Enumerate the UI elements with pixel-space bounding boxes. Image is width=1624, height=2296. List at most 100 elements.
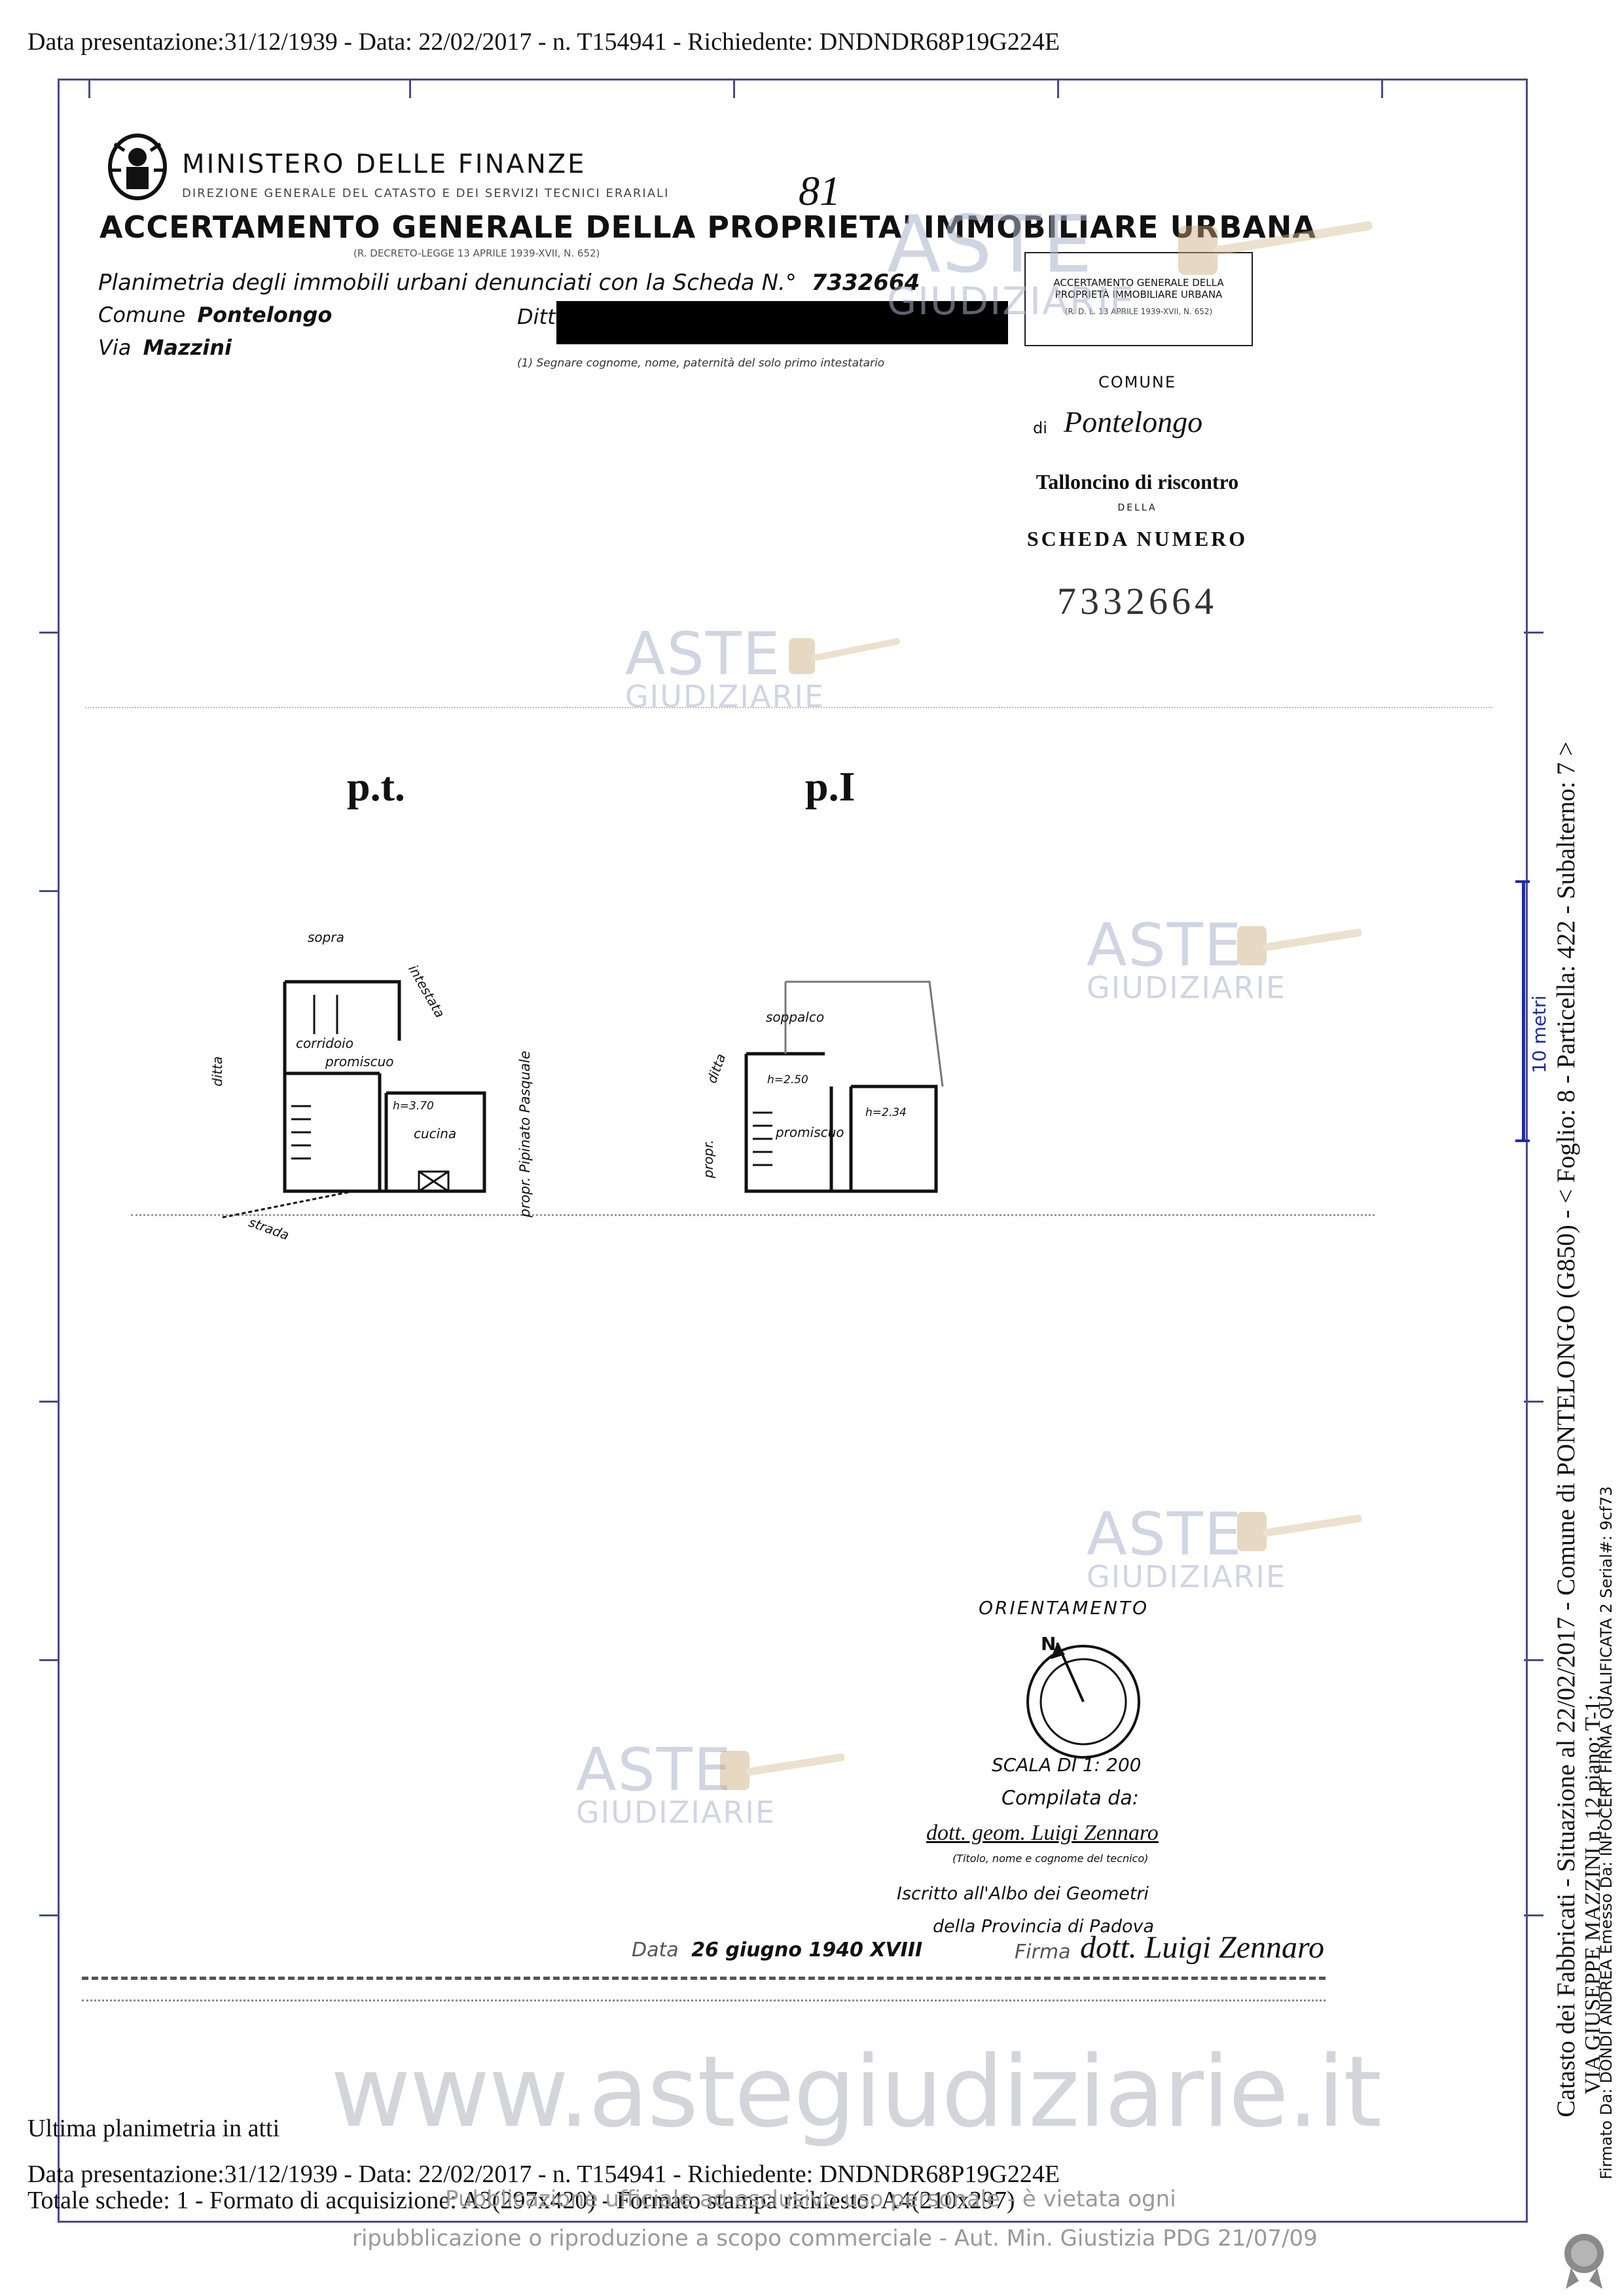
footer-disclaimer1: Pubblicazione ufficiale ad esclusivo uso… bbox=[445, 2186, 1176, 2212]
watermark-giudiziarie-text: GIUDIZIARIE bbox=[887, 279, 1135, 323]
ground-floor-plan bbox=[223, 980, 486, 1219]
frame-tick bbox=[39, 1401, 59, 1403]
watermark-aste: ASTE GIUDIZIARIE bbox=[576, 1736, 776, 1830]
watermark-aste-text: ASTE bbox=[1087, 1500, 1243, 1569]
label-h-first: h=2.50 bbox=[767, 1073, 808, 1086]
talloncino-scheda-label: SCHEDA NUMERO bbox=[1026, 527, 1248, 550]
scale-bar bbox=[1522, 880, 1525, 1142]
frame-tick bbox=[39, 632, 59, 634]
gavel-icon bbox=[720, 1751, 844, 1790]
frame-tick bbox=[1524, 1401, 1543, 1403]
via-label: Via bbox=[98, 335, 132, 360]
watermark-aste: ASTE GIUDIZIARIE bbox=[887, 200, 1135, 323]
label-sopra: sopra bbox=[308, 929, 344, 945]
talloncino-comune-handwritten: Pontelongo bbox=[1064, 405, 1203, 439]
label-cucina: cucina bbox=[414, 1126, 457, 1141]
frame-tick bbox=[1381, 79, 1383, 98]
ministry-emblem-icon bbox=[108, 134, 167, 200]
label-promiscuo: promiscuo bbox=[325, 1054, 394, 1069]
seal-icon bbox=[1564, 2234, 1604, 2289]
label-prop-right: propr. Pipinato Pasquale bbox=[517, 1050, 533, 1217]
redaction-block bbox=[556, 301, 1008, 344]
frame-tick bbox=[39, 890, 59, 892]
iscritto-label: Iscritto all'Albo dei Geometri bbox=[897, 1884, 1149, 1904]
provincia-label: della Provincia di Padova bbox=[933, 1916, 1155, 1937]
talloncino-scheda-number: 7332664 bbox=[1057, 580, 1218, 622]
watermark-aste-text: ASTE bbox=[625, 620, 782, 689]
watermark-giudiziarie-text: GIUDIZIARIE bbox=[1087, 1559, 1287, 1594]
ministry-direction: DIREZIONE GENERALE DEL CATASTO E DEI SER… bbox=[182, 187, 670, 200]
watermark-site: www.astegiudiziarie.it bbox=[331, 2036, 1382, 2149]
footer-line1: Data presentazione:31/12/1939 - Data: 22… bbox=[27, 2161, 1060, 2188]
main-title: ACCERTAMENTO GENERALE DELLA PROPRIETA' I… bbox=[99, 209, 1316, 245]
document-frame bbox=[58, 79, 1528, 2223]
frame-tick bbox=[1057, 79, 1059, 98]
dotted-rule bbox=[82, 2000, 1326, 2001]
firma-label: Firma bbox=[1015, 1941, 1071, 1964]
scale-bar-cap bbox=[1515, 1139, 1530, 1142]
scale-bar-cap bbox=[1515, 880, 1530, 883]
header-line: Data presentazione:31/12/1939 - Data: 22… bbox=[27, 28, 1060, 56]
comune-value: Pontelongo bbox=[197, 302, 333, 327]
side-catasto: Catasto dei Fabbricati - Situazione al 2… bbox=[1552, 742, 1580, 2117]
dashed-rule bbox=[82, 1977, 1326, 1980]
watermark-aste: ASTE GIUDIZIARIE bbox=[1087, 1505, 1286, 1592]
frame-tick bbox=[1524, 632, 1543, 634]
frame-tick bbox=[733, 79, 735, 98]
orientation-label: ORIENTAMENTO bbox=[979, 1597, 1149, 1619]
compilata-label: Compilata da: bbox=[1001, 1787, 1139, 1810]
talloncino-box-line3: (R. D. L. 13 APRILE 1939-XVII, N. 652) bbox=[1064, 307, 1213, 316]
talloncino-title: Talloncino di riscontro bbox=[1036, 470, 1239, 493]
dotted-rule bbox=[85, 707, 1492, 708]
side-firmato: Firmato Da: DONDI ANDREA Emesso Da: INFO… bbox=[1597, 1486, 1615, 2179]
via-value: Mazzini bbox=[143, 335, 232, 360]
watermark-aste-text: ASTE bbox=[1087, 911, 1243, 980]
label-ditta-left: ditta bbox=[209, 1056, 225, 1086]
compass-icon bbox=[1026, 1642, 1140, 1759]
watermark-aste: ASTE GIUDIZIARIE bbox=[625, 620, 825, 714]
ministry-name: MINISTERO DELLE FINANZE bbox=[182, 149, 586, 179]
dotted-rule bbox=[131, 1214, 1375, 1216]
floor-first-label: p.I bbox=[805, 763, 856, 810]
compiler-note: (Titolo, nome e cognome del tecnico) bbox=[952, 1852, 1149, 1865]
label-h-ground: h=3.70 bbox=[393, 1100, 434, 1113]
frame-tick bbox=[1524, 1659, 1543, 1661]
talloncino-box-line1: ACCERTAMENTO GENERALE DELLA bbox=[1053, 277, 1224, 289]
frame-tick bbox=[39, 1914, 59, 1916]
compiler-name: dott. geom. Luigi Zennaro bbox=[926, 1821, 1159, 1845]
watermark-aste-text: ASTE bbox=[887, 200, 1094, 291]
talloncino-comune-label: COMUNE bbox=[1098, 373, 1177, 391]
planimetria-label: Planimetria degli immobili urbani denunc… bbox=[98, 270, 797, 296]
label-corridoio: corridoio bbox=[296, 1035, 353, 1051]
talloncino-della: DELLA bbox=[1117, 503, 1157, 513]
gavel-icon bbox=[1178, 221, 1373, 275]
gavel-icon bbox=[789, 638, 900, 674]
footer-ultima: Ultima planimetria in atti bbox=[27, 2115, 280, 2142]
watermark-aste: ASTE GIUDIZIARIE bbox=[1087, 916, 1286, 1003]
label-propr-first: propr. bbox=[700, 1139, 716, 1178]
frame-tick bbox=[409, 79, 411, 98]
footer-line2: Totale schede: 1 - Formato di acquisizio… bbox=[27, 2187, 1015, 2214]
comune-label: Comune bbox=[98, 302, 186, 327]
gavel-icon bbox=[1237, 926, 1362, 965]
floor-ground-label: p.t. bbox=[347, 763, 405, 810]
frame-tick bbox=[39, 1659, 59, 1661]
watermark-giudiziarie-text: GIUDIZIARIE bbox=[576, 1795, 776, 1830]
label-soppalco: soppalco bbox=[766, 1009, 825, 1025]
scale-metri: 10 metri bbox=[1528, 995, 1550, 1073]
watermark-giudiziarie-text: GIUDIZIARIE bbox=[625, 679, 825, 714]
watermark-aste-text: ASTE bbox=[576, 1736, 732, 1804]
frame-tick bbox=[1524, 1914, 1543, 1916]
frame-tick bbox=[88, 79, 90, 98]
firma-signature: dott. Luigi Zennaro bbox=[1080, 1930, 1324, 1965]
talloncino-box: ACCERTAMENTO GENERALE DELLA PROPRIETÀ IM… bbox=[1024, 252, 1253, 346]
gavel-icon bbox=[1237, 1512, 1362, 1551]
label-promiscuo-first: promiscuo bbox=[776, 1124, 844, 1140]
first-floor-plan bbox=[744, 980, 944, 1193]
watermark-giudiziarie-text: GIUDIZIARIE bbox=[1087, 970, 1287, 1005]
talloncino-di-label: di bbox=[1033, 419, 1047, 437]
data-value: 26 giugno 1940 XVIII bbox=[691, 1939, 923, 1962]
footer-disclaimer2: ripubblicazione o riproduzione a scopo c… bbox=[352, 2225, 1318, 2251]
decree-note: (R. DECRETO-LEGGE 13 APRILE 1939-XVII, N… bbox=[353, 247, 600, 259]
page-mark: 81 bbox=[799, 168, 840, 214]
